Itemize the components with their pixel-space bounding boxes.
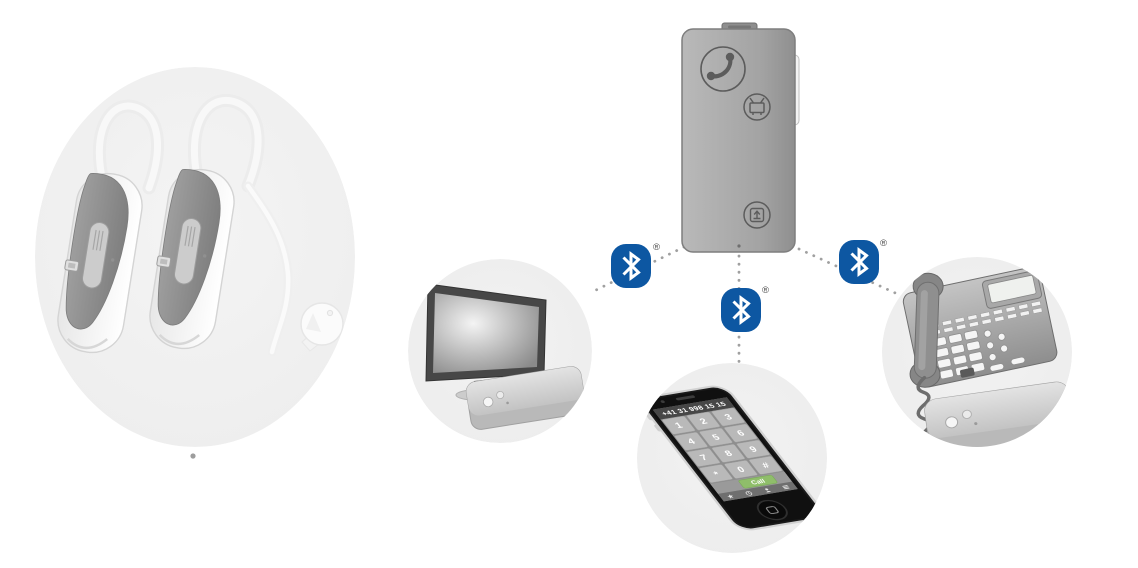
tv-screen (433, 293, 539, 373)
keypad-key-0[interactable]: 0 (724, 460, 758, 479)
svg-text:2: 2 (698, 417, 711, 426)
keypad-key-8[interactable]: 8 (711, 444, 746, 463)
svg-text:0: 0 (735, 465, 748, 474)
bluetooth-link-landline: ® (837, 238, 887, 286)
home-square-icon (765, 506, 779, 515)
earbud (300, 302, 344, 352)
favorites-star-icon (727, 494, 734, 499)
keypad-key-5[interactable]: 5 (699, 427, 733, 447)
mobile-phone-circle: +41 31 998 15 15 1 2 3 4 5 6 7 8 9 * 0 # (637, 363, 827, 553)
svg-text:#: # (760, 461, 773, 470)
streamer-body (681, 28, 796, 253)
landline-phone-circle (882, 257, 1072, 447)
handset[interactable] (909, 272, 944, 388)
audio-input-button[interactable] (743, 201, 771, 229)
earpiece-tube (243, 181, 293, 357)
recents-clock-icon (745, 491, 753, 496)
audio-input-icon (749, 207, 765, 223)
keypad-key-2[interactable]: 2 (686, 411, 721, 431)
keypad-key-6[interactable]: 6 (724, 423, 758, 443)
desk-phone (902, 266, 1058, 445)
streamer-device (681, 22, 800, 253)
dialer-screen: +41 31 998 15 15 1 2 3 4 5 6 7 8 9 * 0 # (652, 397, 798, 502)
phone-call-button[interactable] (700, 46, 746, 92)
svg-text:4: 4 (686, 437, 699, 446)
svg-text:3: 3 (723, 413, 736, 422)
keypad-grid-icon (782, 485, 790, 490)
front-camera (660, 400, 665, 404)
home-button[interactable] (753, 499, 793, 522)
keypad-key-3[interactable]: 3 (711, 407, 745, 427)
bluetooth-icon (719, 286, 763, 334)
phone-handset-icon (706, 52, 735, 81)
bluetooth-icon (837, 238, 881, 286)
hearing-aids-hero (35, 67, 355, 447)
svg-text:*: * (712, 470, 723, 479)
registered-mark: ® (653, 242, 660, 253)
svg-text:9: 9 (748, 445, 761, 454)
number-display (652, 397, 735, 420)
dotted-line-to-tv (590, 245, 686, 294)
registered-mark: ® (762, 285, 769, 296)
streamer-mic-hole (737, 244, 741, 248)
keypad-key-1[interactable]: 1 (662, 415, 696, 435)
tv-circle (408, 259, 592, 443)
function-key-strip[interactable] (929, 300, 1043, 336)
speaker-slit (675, 395, 695, 401)
svg-text:6: 6 (735, 429, 748, 438)
ear-hook-right (187, 93, 265, 193)
svg-text:8: 8 (723, 449, 736, 458)
keypad-key-star[interactable]: * (699, 464, 733, 483)
svg-text:Call: Call (750, 479, 767, 486)
tv-button[interactable] (743, 93, 771, 121)
call-button[interactable]: Call (738, 474, 778, 489)
hero-caption-dot (190, 453, 196, 459)
smartphone: +41 31 998 15 15 1 2 3 4 5 6 7 8 9 * 0 # (641, 385, 823, 531)
svg-text:5: 5 (710, 433, 723, 442)
lcd-display (987, 274, 1037, 304)
registered-mark: ® (880, 238, 887, 249)
keypad-key-9[interactable]: 9 (736, 439, 770, 459)
bluetooth-link-tv: ® (609, 242, 660, 290)
svg-text:7: 7 (698, 453, 711, 462)
bluetooth-link-mobile: ® (719, 285, 769, 334)
handset-socket (960, 367, 975, 378)
dialer-tab-icons (727, 485, 790, 499)
tv-icon (749, 97, 765, 115)
keypad-key-4[interactable]: 4 (674, 432, 708, 451)
keypad-key-7[interactable]: 7 (686, 448, 721, 467)
keypad-key-hash[interactable]: # (749, 456, 783, 475)
contacts-person-icon (765, 488, 772, 493)
bluetooth-icon (609, 242, 653, 290)
svg-text:1: 1 (673, 421, 686, 430)
ear-hook-left (92, 99, 164, 195)
desk-phone-side-keys[interactable] (982, 324, 1026, 372)
